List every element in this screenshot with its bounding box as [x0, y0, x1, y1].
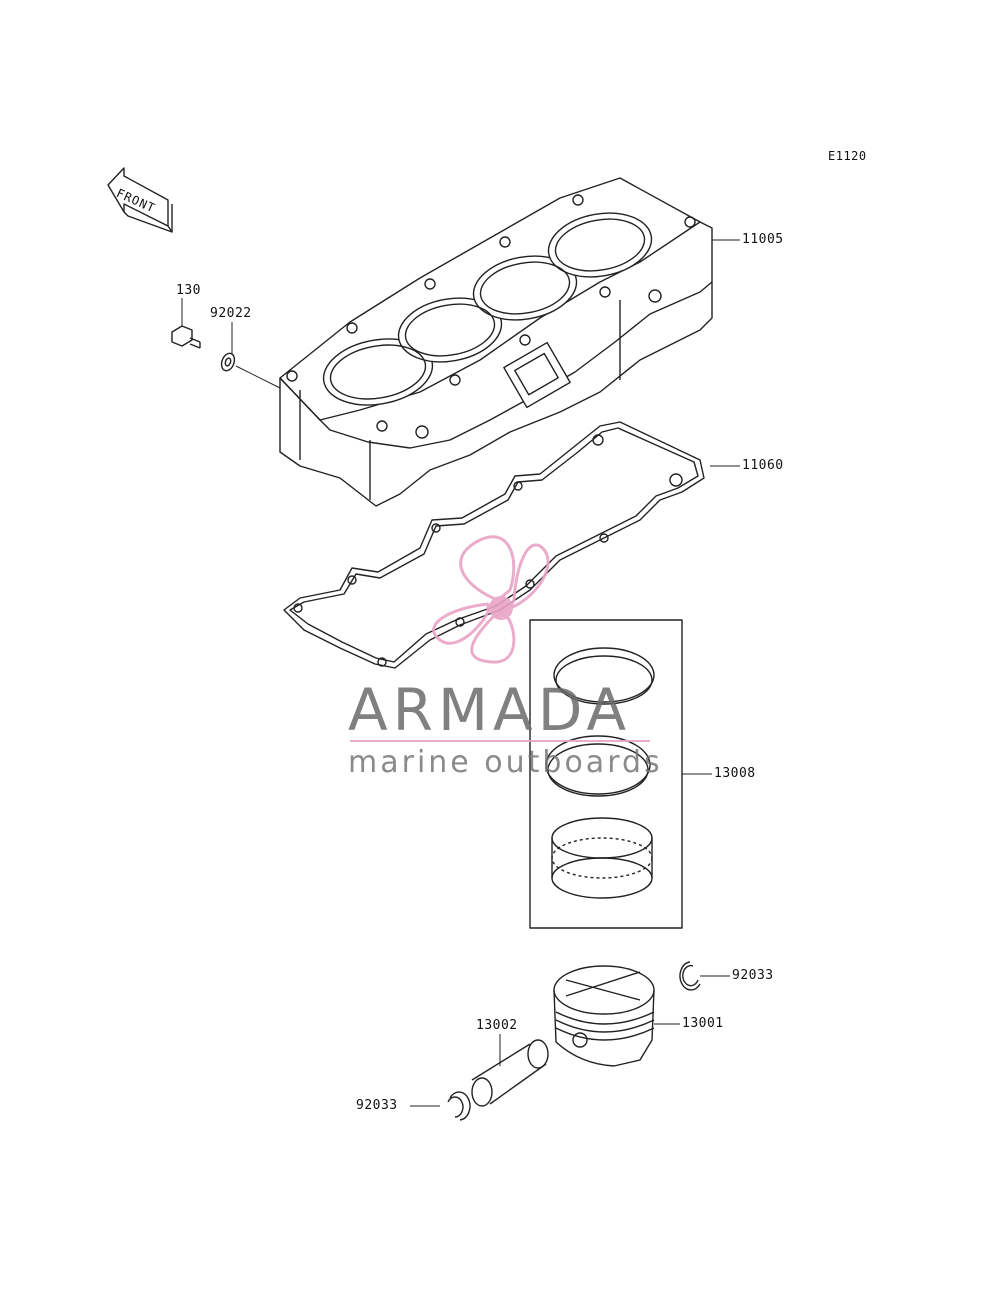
diagram-code: E1120: [828, 149, 867, 163]
circlip-left-icon: [447, 1091, 471, 1121]
part-label-92033-left[interactable]: 92033: [356, 1098, 398, 1113]
washer-icon: [220, 352, 281, 389]
cylinder-block: [279, 177, 713, 507]
part-label-11060[interactable]: 11060: [742, 458, 784, 473]
part-label-92033-right[interactable]: 92033: [732, 968, 774, 983]
head-gasket: [283, 421, 705, 669]
piston-ring-set: [529, 619, 683, 929]
watermark-subtitle: marine outboards: [348, 745, 663, 780]
part-label-92022[interactable]: 92022: [210, 306, 252, 321]
part-label-13001[interactable]: 13001: [682, 1016, 724, 1031]
part-label-13002[interactable]: 13002: [476, 1018, 518, 1033]
part-label-130[interactable]: 130: [176, 283, 201, 298]
piston: [553, 965, 655, 1067]
circlip-right-icon: [679, 961, 701, 991]
watermark-title: ARMADA: [348, 676, 632, 744]
part-label-13008[interactable]: 13008: [714, 766, 756, 781]
front-arrow-icon: [107, 167, 173, 233]
part-label-11005[interactable]: 11005: [742, 232, 784, 247]
propeller-logo-icon: [432, 535, 550, 664]
piston-pin: [471, 1039, 549, 1107]
bolt-icon: [171, 325, 201, 349]
leader-lines: [181, 239, 740, 1107]
watermark-divider: [350, 740, 650, 742]
